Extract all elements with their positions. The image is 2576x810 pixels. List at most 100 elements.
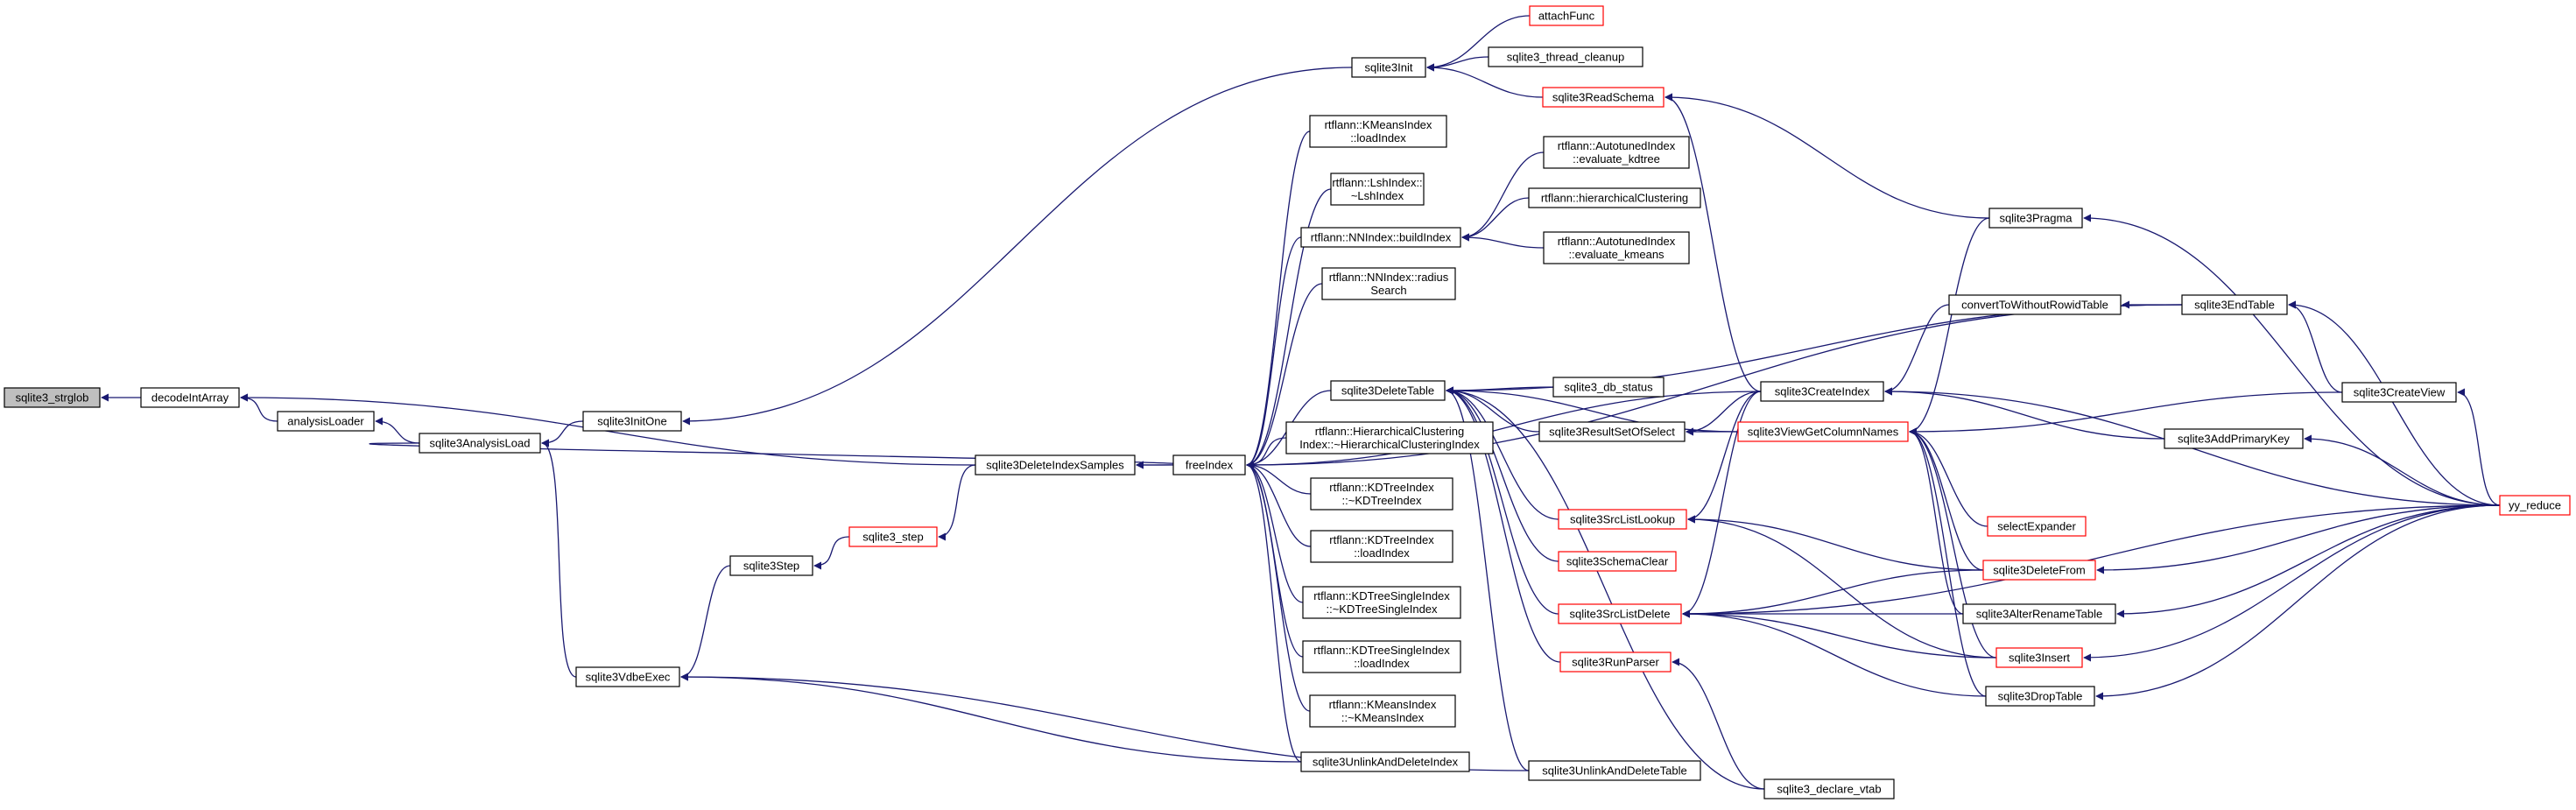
node-sqlite3deletefrom[interactable]: sqlite3DeleteFrom [1982, 560, 2096, 581]
node-decodeintarray[interactable]: decodeIntArray [140, 387, 240, 408]
node-attachfunc[interactable]: attachFunc [1529, 5, 1604, 26]
edge-sqlite3-declare-vtab-to-sqlite3deletetable [1446, 386, 1765, 790]
node-selectexpander[interactable]: selectExpander [1987, 516, 2087, 537]
node-label: convertToWithoutRowidTable [1961, 299, 2108, 312]
node-lsh-dtor[interactable]: rtflann::LshIndex::~LshIndex [1330, 173, 1425, 206]
node-label: rtflann::hierarchicalClustering [1541, 192, 1688, 205]
node-nn-build[interactable]: rtflann::NNIndex::buildIndex [1300, 227, 1461, 248]
node-sqlite3-thread-cleanup[interactable]: sqlite3_thread_cleanup [1488, 46, 1643, 67]
node-analysisloader[interactable]: analysisLoader [277, 411, 375, 432]
node-box [1760, 381, 1884, 402]
node-sqlite3unlinkanddeleteindex[interactable]: sqlite3UnlinkAndDeleteIndex [1300, 751, 1470, 772]
node-sqlite3initone[interactable]: sqlite3InitOne [582, 411, 682, 432]
edge-sqlite3init-to-sqlite3initone [682, 67, 1353, 426]
node-sqlite3alterrenametable[interactable]: sqlite3AlterRenameTable [1962, 603, 2116, 624]
node-sqlite3vdbeexec[interactable]: sqlite3VdbeExec [575, 666, 680, 687]
node-label: rtflann::NNIndex::buildIndex [1311, 231, 1452, 244]
node-kmeans-dtor[interactable]: rtflann::KMeansIndex::~KMeansIndex [1309, 694, 1456, 728]
edge-sqlite3createview-to-sqlite3endtable [2288, 300, 2343, 393]
node-box [1302, 586, 1461, 619]
edge-sqlite3deletefrom-to-sqlite3srclistdelete [1682, 569, 1984, 618]
node-sqlite3-strglob: sqlite3_strglob [4, 387, 101, 408]
node-box [1552, 377, 1665, 398]
node-box [1737, 421, 1909, 442]
node-sqlite3analysisload[interactable]: sqlite3AnalysisLoad [419, 433, 541, 454]
node-label: rtflann::KMeansIndex [1329, 698, 1437, 711]
edge-hier-clust-to-nn-build [1461, 197, 1530, 242]
node-sqlite3runparser[interactable]: sqlite3RunParser [1559, 652, 1672, 673]
node-hier-clust[interactable]: rtflann::hierarchicalClustering [1528, 187, 1701, 208]
edge-kd-load-to-freeindex [1246, 461, 1312, 547]
node-box [1285, 421, 1494, 454]
node-kds-load[interactable]: rtflann::KDTreeSingleIndex::loadIndex [1302, 640, 1461, 673]
node-sqlite3step[interactable]: sqlite3Step [729, 555, 813, 576]
node-label: sqlite3_db_status [1564, 381, 1653, 394]
node-box [1985, 686, 2095, 707]
node-sqlite3deleteindexsamples[interactable]: sqlite3DeleteIndexSamples [975, 454, 1136, 475]
node-sqlite3-declare-vtab[interactable]: sqlite3_declare_vtab [1763, 778, 1895, 799]
node-label: rtflann::AutotunedIndex [1558, 235, 1676, 248]
edge-sqlite3unlinkanddeleteindex-to-freeindex [1246, 461, 1302, 763]
node-sqlite3pragma[interactable]: sqlite3Pragma [1988, 208, 2083, 229]
node-label: sqlite3InitOne [597, 415, 667, 428]
node-label: sqlite3_strglob [16, 391, 89, 405]
node-kds-dtor[interactable]: rtflann::KDTreeSingleIndex::~KDTreeSingl… [1302, 586, 1461, 619]
edge-sqlite3addprimarykey-to-sqlite3createindex [1884, 387, 2165, 440]
edge-sqlite3insert-to-sqlite3srclistlookup [1687, 515, 1997, 659]
edge-sqlite3-declare-vtab-to-sqlite3runparser [1672, 658, 1765, 790]
node-sqlite3unlinkanddeletetable[interactable]: sqlite3UnlinkAndDeleteTable [1528, 760, 1701, 781]
node-sqlite3createindex[interactable]: sqlite3CreateIndex [1760, 381, 1884, 402]
node-sqlite3droptable[interactable]: sqlite3DropTable [1985, 686, 2095, 707]
node-sqlite3srclistlookup[interactable]: sqlite3SrcListLookup [1558, 509, 1687, 530]
edge-nn-radius-to-freeindex [1246, 283, 1323, 469]
node-box [1330, 173, 1425, 206]
node-hc-dtor[interactable]: rtflann::HierarchicalClusteringIndex::~H… [1285, 421, 1494, 454]
node-sqlite3init[interactable]: sqlite3Init [1351, 57, 1426, 78]
node-kd-load[interactable]: rtflann::KDTreeIndex::loadIndex [1310, 530, 1453, 563]
node-label: rtflann::KDTreeSingleIndex [1313, 644, 1450, 657]
node-label: sqlite3RunParser [1572, 656, 1659, 669]
node-box [1351, 57, 1426, 78]
node-sqlite3-db-status[interactable]: sqlite3_db_status [1552, 377, 1665, 398]
node-label: sqlite3DeleteTable [1341, 384, 1434, 398]
node-kd-dtor[interactable]: rtflann::KDTreeIndex::~KDTreeIndex [1310, 477, 1453, 511]
node-yy-reduce[interactable]: yy_reduce [2499, 495, 2571, 516]
node-sqlite3schemaclear[interactable]: sqlite3SchemaClear [1558, 551, 1677, 572]
node-box [1948, 294, 2122, 315]
edge-analysisloader-to-decodeintarray [240, 393, 278, 422]
node-box [1321, 267, 1456, 300]
edge-sqlite3createindex-to-sqlite3readschema [1665, 93, 1762, 392]
node-label: rtflann::LshIndex:: [1332, 176, 1422, 189]
node-sqlite3deletetable[interactable]: sqlite3DeleteTable [1330, 380, 1446, 401]
node-label: sqlite3EndTable [2194, 299, 2275, 312]
node-box [1300, 227, 1461, 248]
node-sqlite3createview[interactable]: sqlite3CreateView [2341, 382, 2457, 403]
edge-kmeans-load-to-freeindex [1246, 130, 1311, 469]
node-sqlite3-step[interactable]: sqlite3_step [848, 526, 938, 547]
node-label: sqlite3UnlinkAndDeleteTable [1542, 764, 1687, 778]
node-kmeans-load[interactable]: rtflann::KMeansIndex::loadIndex [1309, 115, 1447, 148]
node-sqlite3viewgetcolumnnames[interactable]: sqlite3ViewGetColumnNames [1737, 421, 1909, 442]
edge-auto-kdtree-to-nn-build [1461, 151, 1545, 242]
node-sqlite3resultsetofselect[interactable]: sqlite3ResultSetOfSelect [1538, 421, 1686, 442]
edge-converttowithoutrowidtable-to-sqlite3createindex [1884, 304, 1950, 396]
node-converttowithoutrowidtable[interactable]: convertToWithoutRowidTable [1948, 294, 2122, 315]
node-label: sqlite3CreateView [2354, 386, 2446, 399]
node-sqlite3endtable[interactable]: sqlite3EndTable [2181, 294, 2288, 315]
node-sqlite3readschema[interactable]: sqlite3ReadSchema [1542, 87, 1665, 108]
node-box [1528, 760, 1701, 781]
node-freeindex[interactable]: freeIndex [1172, 454, 1246, 475]
node-label: sqlite3DeleteIndexSamples [986, 459, 1124, 472]
edge-sqlite3createindex-to-sqlite3srclistdelete [1682, 391, 1762, 618]
node-auto-kdtree[interactable]: rtflann::AutotunedIndex::evaluate_kdtree [1543, 136, 1690, 169]
edge-sqlite3createindex-to-sqlite3resultsetofselect [1686, 391, 1762, 436]
node-box [4, 387, 101, 408]
node-sqlite3srclistdelete[interactable]: sqlite3SrcListDelete [1558, 603, 1682, 624]
node-label: sqlite3UnlinkAndDeleteIndex [1313, 756, 1459, 769]
node-auto-kmeans[interactable]: rtflann::AutotunedIndex::evaluate_kmeans [1543, 231, 1690, 264]
node-label: sqlite3_declare_vtab [1777, 783, 1881, 796]
node-sqlite3insert[interactable]: sqlite3Insert [1995, 647, 2083, 668]
node-sqlite3addprimarykey[interactable]: sqlite3AddPrimaryKey [2164, 428, 2304, 449]
node-label: ::~KDTreeSingleIndex [1326, 602, 1438, 616]
